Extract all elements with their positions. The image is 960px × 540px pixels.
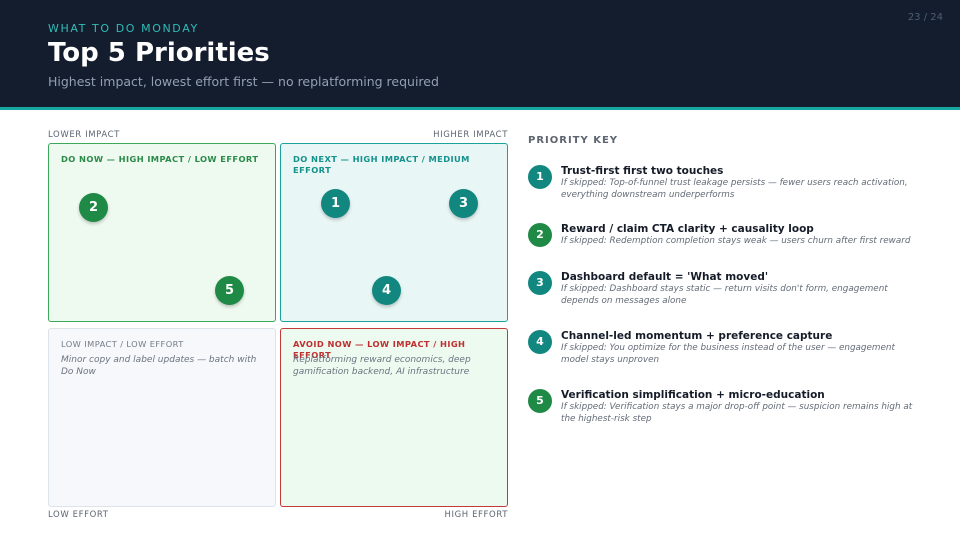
priority-bubble-3: 3 bbox=[449, 189, 478, 218]
key-item-title: Trust-first first two touches bbox=[561, 165, 724, 177]
quadrant-avoid-now: AVOID NOW — LOW IMPACT / HIGH EFFORT Rep… bbox=[280, 328, 508, 507]
quadrant-do-next-label: DO NEXT — HIGH IMPACT / MEDIUM EFFORT bbox=[293, 154, 470, 175]
priority-bubble-5: 5 bbox=[215, 276, 244, 305]
quadrant-low-low-label: LOW IMPACT / LOW EFFORT bbox=[61, 339, 184, 349]
page-title: Top 5 Priorities bbox=[48, 38, 270, 68]
axis-lower-impact: LOWER IMPACT bbox=[48, 130, 120, 140]
key-item-title: Dashboard default = 'What moved' bbox=[561, 271, 769, 283]
quadrant-avoid-now-note: Replatforming reward economics, deep gam… bbox=[293, 355, 471, 377]
key-item-desc: If skipped: You optimize for the busines… bbox=[561, 343, 895, 365]
page-number: 23 / 24 bbox=[907, 12, 943, 23]
page-subtitle: Highest impact, lowest effort first — no… bbox=[48, 74, 439, 89]
axis-higher-impact: HIGHER IMPACT bbox=[433, 130, 508, 140]
priority-bubble-1: 1 bbox=[321, 189, 350, 218]
key-number-2: 2 bbox=[528, 223, 552, 247]
header-band: WHAT TO DO MONDAY Top 5 Priorities Highe… bbox=[0, 0, 960, 107]
quadrant-do-now: DO NOW — HIGH IMPACT / LOW EFFORT bbox=[48, 143, 276, 322]
key-number-3: 3 bbox=[528, 271, 552, 295]
key-item-desc: If skipped: Redemption completion stays … bbox=[561, 236, 911, 246]
key-number-5: 5 bbox=[528, 389, 552, 413]
key-item-title: Reward / claim CTA clarity + causality l… bbox=[561, 223, 814, 235]
eyebrow-label: WHAT TO DO MONDAY bbox=[48, 22, 199, 35]
key-item-title: Channel-led momentum + preference captur… bbox=[561, 330, 833, 342]
quadrant-avoid-now-label: AVOID NOW — LOW IMPACT / HIGH EFFORT bbox=[293, 339, 466, 360]
key-item-title: Verification simplification + micro-educ… bbox=[561, 389, 825, 401]
quadrant-low-low-note: Minor copy and label updates — batch wit… bbox=[61, 355, 257, 377]
key-item-desc: If skipped: Dashboard stays static — ret… bbox=[561, 284, 888, 306]
key-item-desc: If skipped: Top-of-funnel trust leakage … bbox=[561, 178, 908, 200]
priority-bubble-4: 4 bbox=[372, 276, 401, 305]
key-item-desc: If skipped: Verification stays a major d… bbox=[561, 402, 913, 424]
key-number-4: 4 bbox=[528, 330, 552, 354]
quadrant-do-now-label: DO NOW — HIGH IMPACT / LOW EFFORT bbox=[61, 154, 259, 164]
axis-low-effort: LOW EFFORT bbox=[48, 510, 109, 520]
priority-bubble-2: 2 bbox=[79, 193, 108, 222]
quadrant-low-impact-low-effort: LOW IMPACT / LOW EFFORT Minor copy and l… bbox=[48, 328, 276, 507]
header-accent-line bbox=[0, 107, 960, 110]
axis-high-effort: HIGH EFFORT bbox=[444, 510, 508, 520]
priority-key-title: PRIORITY KEY bbox=[528, 135, 619, 146]
key-number-1: 1 bbox=[528, 165, 552, 189]
